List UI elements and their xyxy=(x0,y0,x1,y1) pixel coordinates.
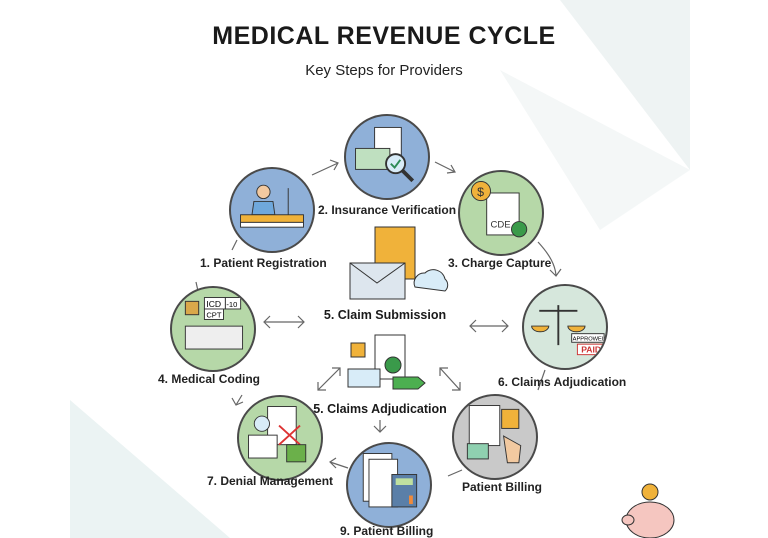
coding-keyboard-icon: ICD -10 CPT xyxy=(184,297,244,350)
piggy-bank-icon xyxy=(621,483,675,538)
step-label-patient-billing: Patient Billing xyxy=(462,480,543,494)
puzzle-hand-icon xyxy=(466,405,522,464)
svg-text:$: $ xyxy=(477,185,484,199)
step-label-medical-coding: 4. Medical Coding xyxy=(158,372,261,386)
svg-text:ICD: ICD xyxy=(206,299,221,309)
scales-icon: APPROWEL PAID xyxy=(531,305,605,356)
page-title: MEDICAL REVENUE CYCLE xyxy=(212,22,556,50)
patient-billing-node xyxy=(452,394,538,480)
charge-capture-node: $ CDE xyxy=(458,170,544,256)
step-label-patient-registration: 1. Patient Registration xyxy=(200,256,327,270)
svg-text:CPT: CPT xyxy=(206,311,222,320)
svg-text:PAID: PAID xyxy=(581,345,601,355)
envelope-cloud-icon xyxy=(349,226,449,300)
svg-text:CDE: CDE xyxy=(491,219,511,230)
claim-documents-icon xyxy=(347,334,426,390)
charge-document-icon: $ CDE xyxy=(470,181,528,238)
bank-denial-icon xyxy=(248,406,307,463)
insurance-card-magnifier-icon xyxy=(355,126,415,183)
insurance-verification-node xyxy=(344,114,430,200)
step-label-claim-submission: 5. Claim Submission xyxy=(323,308,447,322)
step-label-insurance-verification: 2. Insurance Verification xyxy=(318,203,457,217)
patient-registration-node xyxy=(229,167,315,253)
step-label-denial-management: 7. Denial Management xyxy=(207,474,334,488)
denial-management-node xyxy=(237,395,323,481)
svg-text:-10: -10 xyxy=(226,300,237,309)
step-label-patient-billing-9: 9. Patient Billing xyxy=(340,524,434,538)
patient-billing-9-node xyxy=(346,442,432,528)
page-subtitle: Key Steps for Providers xyxy=(305,62,463,79)
patient-bed-icon xyxy=(240,184,304,228)
step-label-claims-adjudication-center: 5. Claims Adjudication xyxy=(313,402,447,416)
step-label-charge-capture: 3. Charge Capture xyxy=(448,256,552,270)
calculator-icon xyxy=(362,453,418,508)
medical-coding-node: ICD -10 CPT xyxy=(170,286,256,372)
svg-text:APPROWEL: APPROWEL xyxy=(573,336,605,342)
claims-adjudication-node: APPROWEL PAID xyxy=(522,284,608,370)
step-label-claims-adjudication: 6. Claims Adjudication xyxy=(498,375,627,389)
